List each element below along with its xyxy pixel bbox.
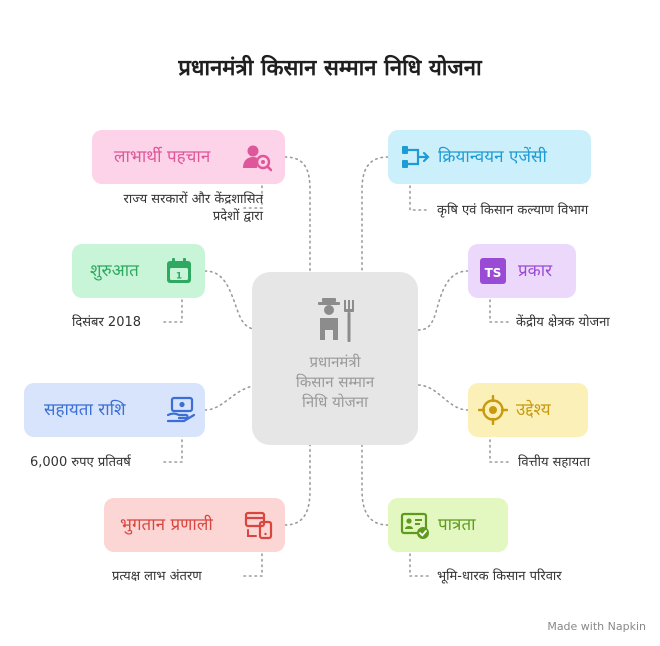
node-label: सहायता राशि [44,400,126,420]
hook-beneficiary [239,185,263,209]
node-label: क्रियान्वयन एजेंसी [438,147,547,167]
center-line: प्रधानमंत्री [309,353,361,371]
desc-launch: दिसंबर 2018 [72,315,142,330]
desc-type: केंद्रीय क्षेत्रक योजना [516,315,610,330]
node-label: शुरुआत [90,261,139,281]
center-line: किसान सम्मान [295,373,375,391]
connector-objective [417,384,469,411]
ts-icon: TS [480,258,506,284]
flow-icon [402,146,430,168]
node-payment: भुगतान प्रणाली [104,498,285,552]
hook-amount [159,439,183,463]
desc-agency: कृषि एवं किसान कल्याण विभाग [437,203,589,218]
card-phone-icon [244,511,273,540]
node-amount: सहायता राशि [24,383,205,437]
hook-objective [489,439,509,463]
node-label: लाभार्थी पहचान [114,147,211,167]
desc-line: प्रदेशों द्वारा [212,209,263,224]
connector-beneficiary [284,156,311,273]
target-icon [478,395,508,425]
hook-agency [409,185,429,211]
desc-amount: 6,000 रुपए प्रतिवर्ष [30,455,131,470]
hook-type [489,299,509,323]
farmer-icon [318,298,354,342]
node-type: TS प्रकार [468,244,576,298]
connector-eligibility [361,444,389,526]
desc-eligibility: भूमि-धारक किसान परिवार [437,569,562,584]
node-label: भुगतान प्रणाली [120,515,213,535]
id-card-check-icon [400,512,429,539]
svg-text:1: 1 [176,272,182,282]
center-line: निधि योजना [301,393,368,411]
connector-payment [284,444,311,526]
desc-line: राज्य सरकारों और केंद्रशासित [123,192,263,207]
center-node: प्रधानमंत्री किसान सम्मान निधि योजना [252,272,418,445]
node-eligibility: पात्रता [388,498,508,552]
user-search-icon [243,145,272,172]
desc-objective: वित्तीय सहायता [518,455,590,470]
connector-type [417,270,469,331]
page-title: प्रधानमंत्री किसान सम्मान निधि योजना [178,56,482,81]
made-with-napkin-footer: Made with Napkin [547,620,646,633]
node-label: पात्रता [438,515,476,535]
node-label: प्रकार [518,261,553,281]
hook-payment [239,553,263,577]
node-objective: उद्देश्य [468,383,588,437]
calendar-icon: 1 [167,258,191,283]
node-label: उद्देश्य [516,400,551,420]
connector-launch [204,270,263,331]
center-label: प्रधानमंत्री किसान सम्मान निधि योजना [252,352,418,412]
hand-money-icon [166,396,196,423]
desc-beneficiary: राज्य सरकारों और केंद्रशासित प्रदेशों द्… [50,191,263,225]
node-launch: शुरुआत 1 [72,244,205,298]
hook-launch [159,299,183,323]
desc-payment: प्रत्यक्ष लाभ अंतरण [112,569,202,584]
svg-text:TS: TS [485,266,502,280]
connector-agency [361,156,389,273]
node-beneficiary: लाभार्थी पहचान [92,130,285,184]
node-agency: क्रियान्वयन एजेंसी [388,130,591,184]
hook-eligibility [409,553,429,577]
